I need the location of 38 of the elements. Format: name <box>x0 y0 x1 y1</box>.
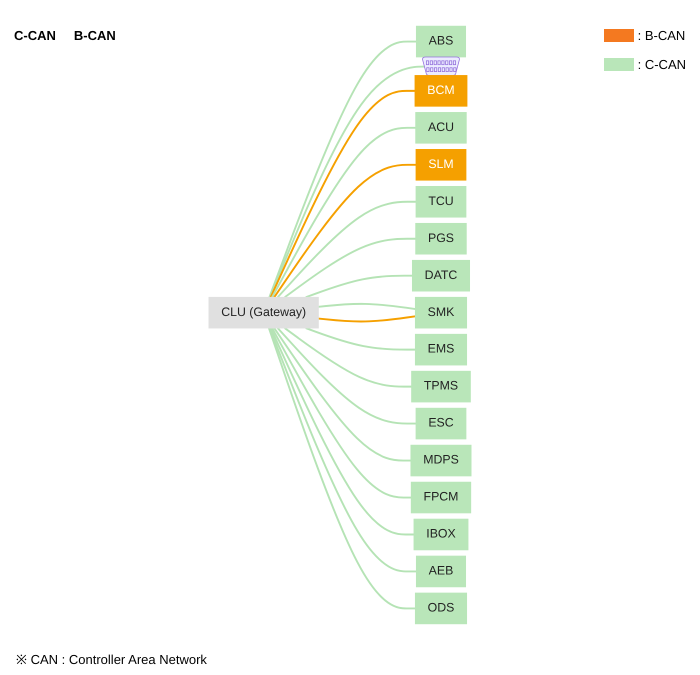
node-box: TCU <box>416 186 466 218</box>
node-box: SLM <box>416 149 466 181</box>
bus-label: C-CAN <box>14 28 56 43</box>
node-box: ODS <box>414 592 468 624</box>
connector <box>305 274 412 298</box>
node-box: MDPS <box>410 444 472 476</box>
node-box: SMK <box>414 296 468 328</box>
node-box: DATC <box>412 260 470 292</box>
node-box: BCM <box>414 75 468 107</box>
connector <box>318 315 416 322</box>
node-box: ACU <box>415 112 467 144</box>
connector <box>269 66 438 298</box>
connector <box>273 164 416 298</box>
connector <box>305 327 416 351</box>
connector <box>271 126 416 298</box>
connector <box>270 90 415 298</box>
node-box: ABS <box>416 26 466 58</box>
legend-text: : B-CAN <box>638 28 686 43</box>
connector <box>271 328 412 498</box>
connector <box>268 40 416 298</box>
node-box: TPMS <box>411 370 471 402</box>
connector <box>270 328 414 536</box>
node-box: ESC <box>416 408 466 440</box>
connector <box>276 327 416 425</box>
connector <box>318 302 416 310</box>
connector <box>284 238 416 298</box>
node-box: EMS <box>414 334 468 366</box>
legend-text: : C-CAN <box>638 57 686 72</box>
connector <box>276 200 416 298</box>
node-box: CLU (Gateway) <box>208 296 319 328</box>
node-box: FPCM <box>410 482 472 514</box>
bus-label: B-CAN <box>74 28 116 43</box>
node-box: AEB <box>416 556 466 588</box>
node-box: PGS <box>415 222 467 255</box>
connector <box>284 327 412 388</box>
footnote: ※ CAN : Controller Area Network <box>16 651 207 668</box>
connector <box>273 328 411 462</box>
node-box: IBOX <box>414 518 468 550</box>
